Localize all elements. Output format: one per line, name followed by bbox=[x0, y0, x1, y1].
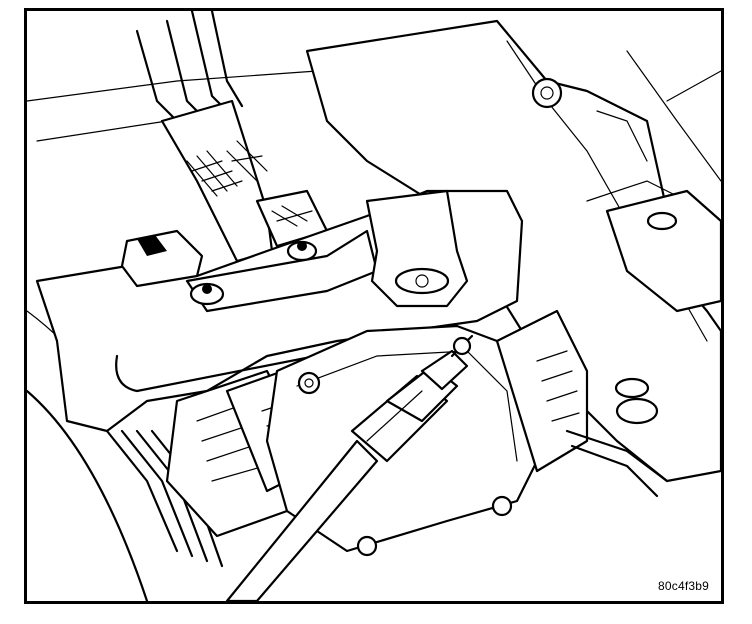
wire-harness-upper bbox=[135, 11, 374, 263]
illustration-frame: 80c4f3b9 bbox=[24, 8, 724, 604]
steering-column-assembly-drawing bbox=[27, 11, 721, 601]
background-lines bbox=[27, 70, 318, 601]
figure-code-label: 80c4f3b9 bbox=[656, 579, 711, 593]
mounting-bracket bbox=[35, 189, 524, 433]
screwdriver-tool bbox=[225, 334, 474, 601]
